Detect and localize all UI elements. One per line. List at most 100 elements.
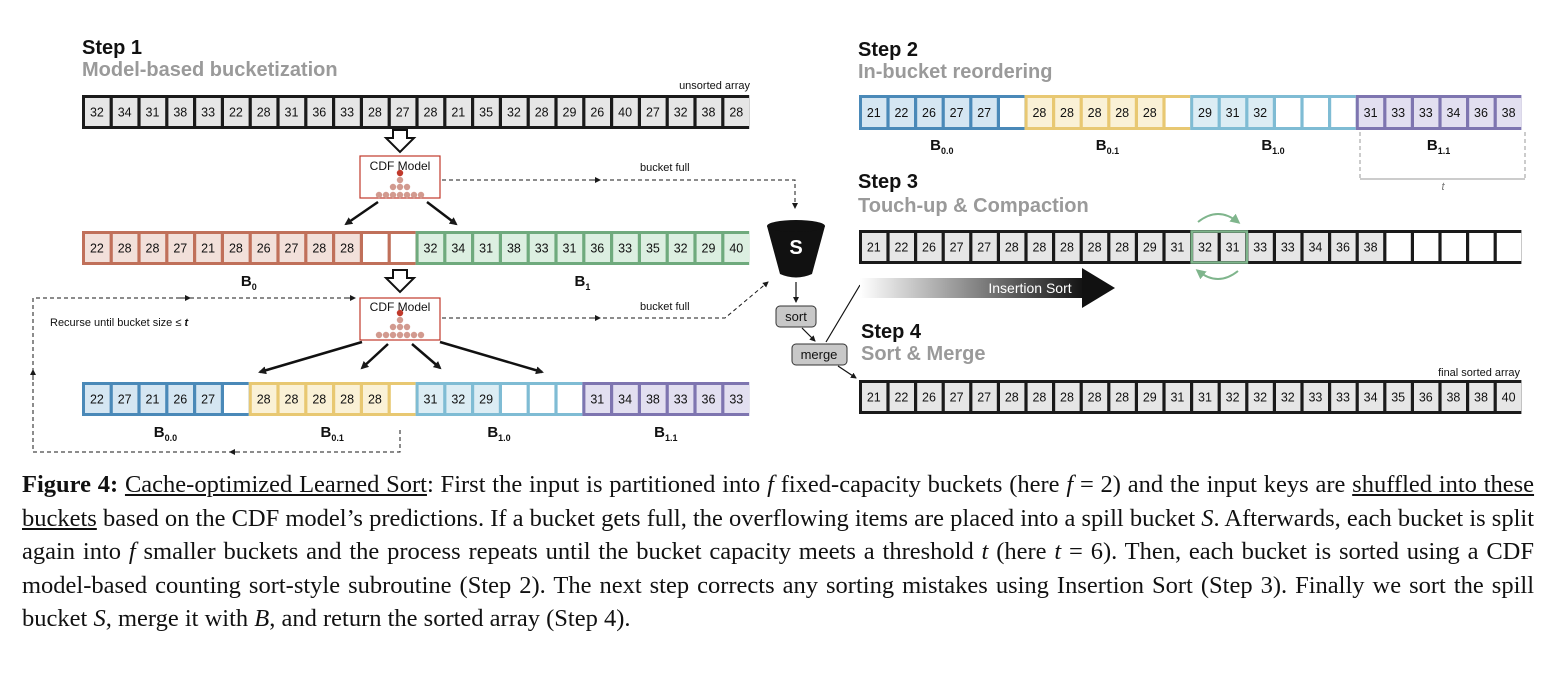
- cell-value: 27: [285, 242, 299, 256]
- dot: [403, 183, 411, 191]
- cell-value: 34: [1308, 241, 1322, 255]
- cell-value: 27: [950, 391, 964, 405]
- array-cell: [1358, 98, 1384, 127]
- cell-value: 34: [1446, 106, 1460, 120]
- cell-value: 33: [1253, 241, 1267, 255]
- array-cell: [529, 234, 555, 262]
- dot: [396, 183, 404, 191]
- array-cell: [944, 383, 970, 411]
- cell-value: 38: [702, 106, 716, 120]
- array-cell: [1414, 383, 1439, 411]
- array-cell: [696, 234, 722, 262]
- swap-arrow-icon: [1197, 213, 1241, 224]
- array-cell: [1082, 98, 1108, 127]
- figure-caption: Figure 4: Cache-optimized Learned Sort: …: [22, 471, 1535, 632]
- caption-title: Cache-optimized Learned Sort: [124, 471, 427, 498]
- array-cell: [1276, 383, 1301, 411]
- step3-subtitle: Touch-up & Compaction: [858, 195, 1089, 217]
- bucket-label: B1.0: [1261, 137, 1284, 156]
- cell-value: 40: [1502, 391, 1516, 405]
- cell-value: 32: [1198, 241, 1212, 255]
- cell-value: 38: [1364, 241, 1378, 255]
- bucket-full-label: bucket full: [640, 301, 690, 313]
- cell-value: 33: [1391, 106, 1405, 120]
- t-span-label: t: [1441, 181, 1445, 193]
- cell-value: 36: [1336, 241, 1350, 255]
- array-cell: [1248, 98, 1273, 127]
- array-cell: [972, 98, 997, 127]
- array-cell: [1110, 233, 1135, 261]
- array-cell: [917, 383, 942, 411]
- cell-value: 29: [563, 106, 577, 120]
- dot: [396, 331, 404, 339]
- array-cell: [889, 383, 914, 411]
- array-cell: [1082, 233, 1108, 261]
- insertion-sort-label: Insertion Sort: [988, 280, 1071, 296]
- dot: [403, 323, 411, 331]
- array-cell: [1110, 98, 1135, 127]
- array-cell: [1110, 383, 1135, 411]
- cell-value: 28: [1032, 106, 1046, 120]
- cell-value: 38: [1502, 106, 1516, 120]
- bucket-label: B1.1: [1427, 137, 1450, 156]
- cell-value: 32: [451, 393, 465, 407]
- array-cell: [1055, 233, 1080, 261]
- array-cell: [335, 234, 360, 262]
- cell-value: 35: [479, 106, 493, 120]
- bucket-label: B1.1: [654, 424, 677, 443]
- dot: [403, 331, 411, 339]
- array-cell: [1055, 98, 1080, 127]
- cell-value: 28: [1115, 106, 1129, 120]
- cell-value: 31: [424, 393, 438, 407]
- array-cell: [279, 234, 305, 262]
- spill-label: S: [789, 237, 802, 259]
- insertion-sort-arrow: Insertion Sort: [860, 268, 1115, 308]
- array-cell: [307, 98, 332, 126]
- cell-value: 27: [201, 393, 215, 407]
- array-cell: [613, 385, 638, 413]
- cell-value: 40: [729, 242, 743, 256]
- empty-cell: [557, 385, 583, 413]
- cell-value: 22: [90, 242, 104, 256]
- dot: [403, 191, 411, 199]
- caption-figure-label: Figure 4:: [22, 471, 119, 498]
- dot: [417, 331, 425, 339]
- cell-value: 31: [285, 106, 299, 120]
- split-arrow: [344, 200, 379, 226]
- cell-value: 32: [507, 106, 521, 120]
- array-cell: [1276, 233, 1301, 261]
- dot: [410, 331, 418, 339]
- cell-value: 27: [977, 241, 991, 255]
- array-cell: [613, 98, 638, 126]
- cell-value: 33: [1419, 106, 1433, 120]
- array-cell: [557, 98, 583, 126]
- bucket-label: B0.1: [1096, 137, 1119, 156]
- dot: [410, 191, 418, 199]
- cell-value: 28: [368, 106, 382, 120]
- bucket-label: B0.0: [930, 137, 953, 156]
- empty-cell: [529, 385, 555, 413]
- unsorted-array-label: unsorted array: [679, 80, 750, 92]
- array-cell: [1027, 98, 1052, 127]
- cell-value: 28: [1088, 106, 1102, 120]
- bucket-full-label: bucket full: [640, 162, 690, 174]
- array-cell: [1138, 98, 1163, 127]
- cell-value: 32: [1281, 391, 1295, 405]
- cdf-model-label: CDF Model: [370, 300, 431, 314]
- cell-value: 32: [1253, 391, 1267, 405]
- dot: [396, 309, 404, 317]
- cell-value: 28: [1115, 391, 1129, 405]
- bucket-label: B0.0: [154, 424, 177, 443]
- cdf-model-box: CDF Model: [359, 155, 441, 199]
- cell-value: 28: [257, 106, 271, 120]
- array-cell: [1000, 383, 1025, 411]
- sort-tag-label: sort: [785, 309, 807, 324]
- cdf-model-label: CDF Model: [370, 159, 431, 173]
- array-cell: [112, 234, 138, 262]
- cell-value: 28: [1143, 106, 1157, 120]
- array-cell: [335, 385, 360, 413]
- cell-value: 31: [1364, 106, 1378, 120]
- cell-value: 21: [867, 106, 881, 120]
- down-arrow-icon: [383, 269, 417, 294]
